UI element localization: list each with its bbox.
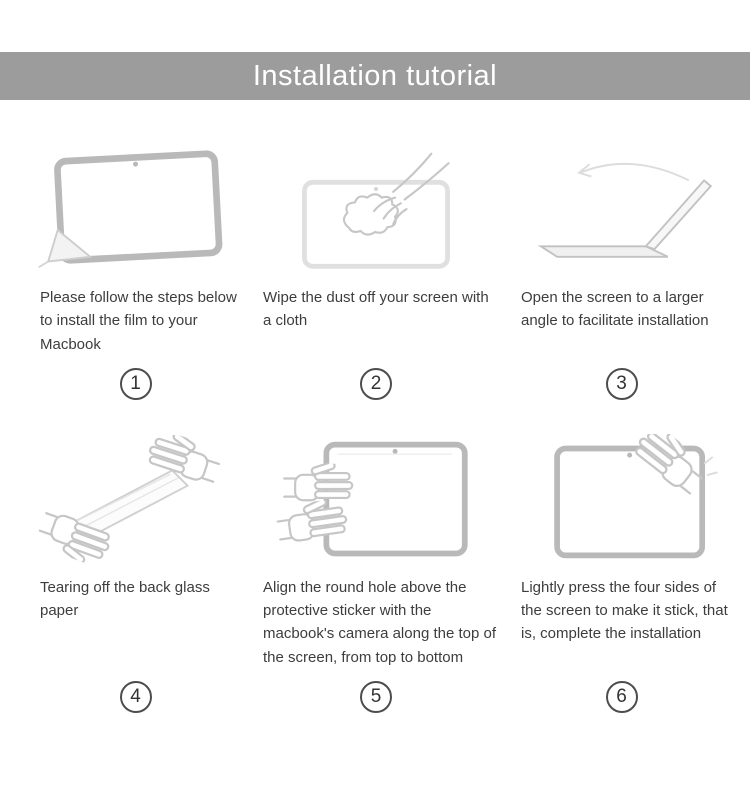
laptop-screen: [643, 179, 712, 251]
step5-illustration-wrap: [251, 432, 501, 568]
step6-illustration-wrap: [509, 432, 734, 568]
step-card-1: Please follow the steps below to install…: [28, 142, 243, 406]
step-card-6: Lightly press the four sides of the scre…: [509, 432, 734, 719]
open-motion-arc: [579, 162, 689, 182]
page-title: Installation tutorial: [252, 59, 498, 92]
cloth: [342, 193, 399, 236]
tablet-frame: [53, 150, 222, 264]
title-banner: Installation tutorial: [0, 52, 750, 100]
camera-dot: [626, 452, 632, 458]
step-number-badge: 1: [119, 367, 152, 400]
laptop-base: [537, 245, 668, 258]
step-caption: Align the round hole above the protectiv…: [263, 578, 496, 666]
step-card-3: Open the screen to a larger angle to fac…: [509, 142, 734, 406]
tablet-frame: [323, 441, 468, 557]
step2-illustration-wrap: [251, 142, 501, 278]
press-edges-illustration: [553, 433, 718, 558]
step-caption: Wipe the dust off your screen with a clo…: [263, 289, 489, 330]
step4-illustration-wrap: [28, 432, 243, 568]
step-caption: Please follow the steps below to install…: [40, 289, 237, 353]
peeled-corner: [46, 228, 93, 263]
step-card-2: Wipe the dust off your screen with a clo…: [251, 142, 501, 406]
open-laptop-illustration: [537, 162, 712, 258]
steps-grid: Please follow the steps below to install…: [0, 100, 750, 719]
step-number-badge: 3: [605, 367, 638, 400]
step-caption: Lightly press the four sides of the scre…: [521, 578, 728, 643]
step-number-badge: 6: [605, 680, 638, 713]
camera-dot: [132, 161, 138, 167]
step-card-5: Align the round hole above the protectiv…: [251, 432, 501, 719]
press-marks: [703, 456, 718, 476]
step-number-badge: 2: [360, 367, 392, 400]
tear-backing-illustration: [32, 434, 225, 565]
step1-illustration-wrap: [28, 142, 243, 278]
film-peel-illustration: [37, 150, 222, 269]
step-number-badge: 4: [119, 680, 152, 713]
step3-illustration-wrap: [509, 142, 734, 278]
step-number-badge: 5: [360, 680, 392, 713]
camera-dot: [392, 448, 398, 454]
arrowhead: [576, 163, 592, 178]
step-caption: Tearing off the back glass paper: [40, 578, 210, 619]
camera-dot: [373, 186, 379, 192]
wipe-screen-illustration: [302, 152, 450, 269]
step-caption: Open the screen to a larger angle to fac…: [521, 289, 709, 330]
align-camera-illustration: [274, 441, 468, 557]
step-card-4: Tearing off the back glass paper 4: [28, 432, 243, 719]
wiping-hand: [373, 152, 450, 226]
